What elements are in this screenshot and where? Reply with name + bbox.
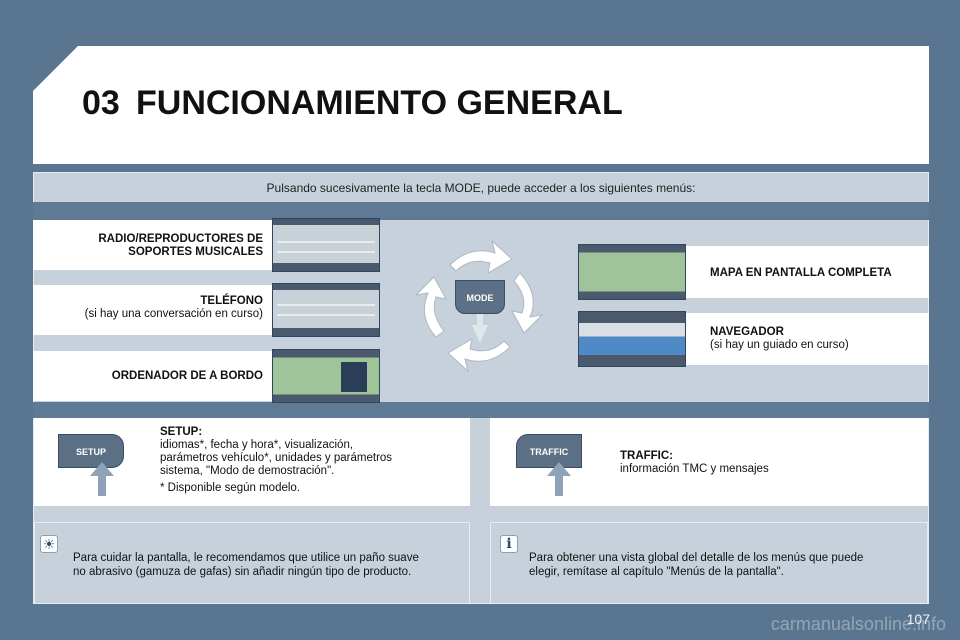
menu-telefono-title: TELÉFONO: [200, 295, 263, 307]
menu-ordenador: ORDENADOR DE A BORDO: [33, 351, 273, 401]
mode-cycle-diagram: [414, 239, 544, 373]
arrow-top-icon: [449, 239, 513, 274]
screen-thumbnail-ordenador: [272, 349, 380, 403]
chapter-title: FUNCIONAMIENTO GENERAL: [136, 84, 623, 122]
stripe: [33, 402, 929, 418]
arrow-up-icon: [547, 462, 571, 496]
menu-telefono-subtitle: (si hay una conversación en curso): [84, 308, 263, 320]
page-number: 107: [906, 611, 930, 627]
setup-line-2: parámetros vehículo*, unidades y parámet…: [160, 452, 393, 464]
header-panel: [33, 46, 929, 164]
menu-telefono: TELÉFONO (si hay una conversación en cur…: [33, 285, 273, 335]
traffic-button[interactable]: TRAFFIC: [516, 434, 582, 468]
menu-radio-title: RADIO/REPRODUCTORES DE: [98, 233, 263, 245]
arrow-right-icon: [511, 272, 544, 334]
mode-button[interactable]: MODE: [455, 280, 505, 314]
menu-radio-title-2: SOPORTES MUSICALES: [128, 246, 263, 258]
setup-title: SETUP:: [160, 426, 203, 438]
setup-button[interactable]: SETUP: [58, 434, 124, 468]
intro-text: Pulsando sucesivamente la tecla MODE, pu…: [266, 181, 696, 195]
tip-menus-line-1: Para obtener una vista global del detall…: [529, 552, 864, 564]
screen-thumbnail-mapa: [578, 244, 686, 300]
tip-menus: Para obtener una vista global del detall…: [490, 522, 928, 604]
arrow-bottom-icon: [447, 338, 511, 373]
menu-navegador-title: NAVEGADOR: [710, 326, 784, 338]
traffic-text: TRAFFIC: información TMC y mensajes: [620, 450, 920, 476]
menu-mapa: MAPA EN PANTALLA COMPLETA: [686, 246, 929, 298]
tip-screen-care-line-1: Para cuidar la pantalla, le recomendamos…: [73, 552, 419, 564]
menu-ordenador-title: ORDENADOR DE A BORDO: [111, 370, 263, 382]
traffic-title: TRAFFIC:: [620, 450, 674, 462]
menu-radio: RADIO/REPRODUCTORES DE SOPORTES MUSICALE…: [33, 220, 273, 270]
tip-menus-line-2: elegir, remítase al capítulo "Menús de l…: [529, 566, 784, 578]
info-icon: i: [500, 535, 518, 553]
setup-line-3: sistema, "Modo de demostración".: [160, 465, 335, 477]
chapter-number: 03: [82, 84, 120, 122]
setup-text: SETUP: idiomas*, fecha y hora*, visualiz…: [160, 426, 460, 495]
menu-navegador: NAVEGADOR (si hay un guiado en curso): [686, 313, 929, 365]
screen-thumbnail-navegador: [578, 311, 686, 367]
screen-thumbnail-telefono: [272, 283, 380, 337]
arrow-up-icon: [472, 313, 488, 343]
watermark: carmanualsonline.info: [770, 614, 946, 634]
screen-thumbnail-radio: [272, 218, 380, 272]
setup-footnote: * Disponible según modelo.: [160, 482, 301, 494]
tip-screen-care: Para cuidar la pantalla, le recomendamos…: [34, 522, 470, 604]
setup-line-1: idiomas*, fecha y hora*, visualización,: [160, 439, 354, 451]
gauge-block: [341, 362, 367, 392]
stripe: [33, 202, 929, 220]
sun-icon: ☀: [40, 535, 58, 553]
traffic-description: información TMC y mensajes: [620, 463, 769, 475]
arrow-left-icon: [414, 276, 447, 338]
tip-screen-care-line-2: no abrasivo (gamuza de gafas) sin añadir…: [73, 566, 412, 578]
menu-mapa-title: MAPA EN PANTALLA COMPLETA: [710, 267, 892, 279]
arrow-up-icon: [90, 462, 114, 496]
menu-navegador-subtitle: (si hay un guiado en curso): [710, 339, 849, 351]
